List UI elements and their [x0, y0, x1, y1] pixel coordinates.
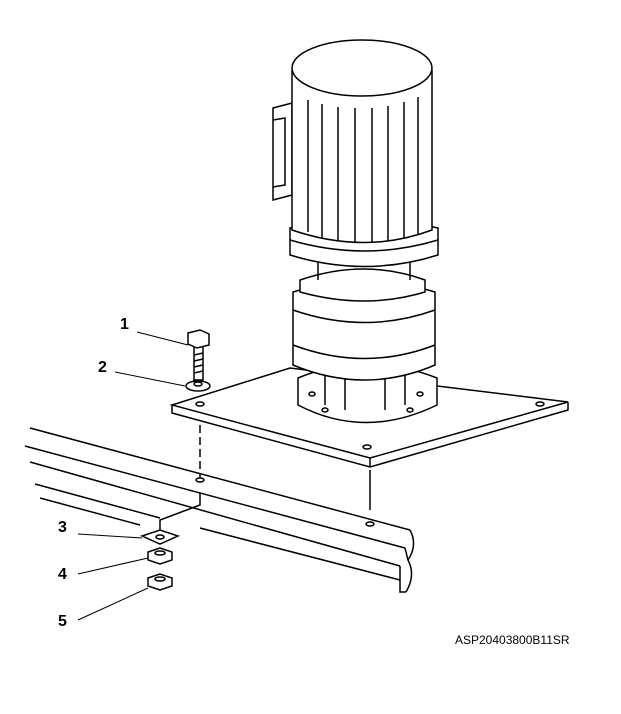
bolt-washer — [185, 329, 211, 392]
leader-lines — [77, 331, 189, 621]
callout-4: 4 — [58, 566, 67, 583]
callout-2: 2 — [98, 359, 107, 376]
motor — [272, 39, 439, 424]
callout-3: 3 — [58, 519, 67, 536]
callout-5: 5 — [58, 613, 67, 630]
nut-stack — [139, 493, 201, 591]
drawing-code: ASP20403800B11SR — [455, 633, 570, 647]
callout-1: 1 — [120, 316, 129, 333]
support-beam — [24, 427, 415, 593]
